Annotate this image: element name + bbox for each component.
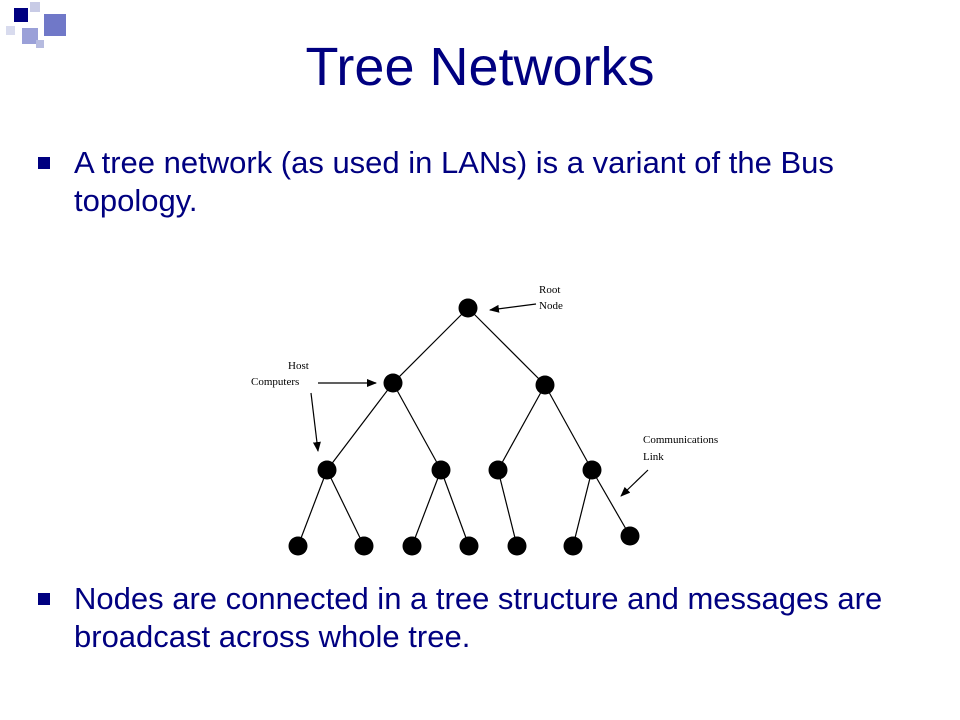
bullet-1: A tree network (as used in LANs) is a va…	[38, 144, 924, 220]
node	[383, 373, 403, 393]
link	[411, 469, 442, 547]
root-label-line2: Node	[539, 300, 563, 312]
link	[392, 307, 469, 384]
leaf-node	[288, 536, 308, 556]
host-arrow-down	[310, 392, 321, 452]
corner-square-2	[30, 2, 40, 12]
bullet-square-icon	[38, 157, 50, 169]
root-node	[458, 298, 478, 318]
host-label-line1: Host	[288, 360, 309, 372]
leaf-node	[563, 536, 583, 556]
node	[431, 460, 451, 480]
leaf-node	[402, 536, 422, 556]
bullet-2-text: Nodes are connected in a tree structure …	[74, 581, 883, 654]
leaf-node	[507, 536, 527, 556]
corner-square-6	[36, 40, 44, 48]
link	[497, 384, 546, 471]
link	[297, 469, 328, 547]
link	[544, 384, 593, 471]
bullet-2: Nodes are connected in a tree structure …	[38, 580, 924, 656]
bullet-1-text: A tree network (as used in LANs) is a va…	[74, 145, 834, 218]
corner-square-1	[14, 8, 28, 22]
leaf-node	[354, 536, 374, 556]
leaf-node	[459, 536, 479, 556]
link-label-line2: Link	[643, 451, 664, 463]
link	[440, 469, 470, 547]
node	[582, 460, 602, 480]
slide-title: Tree Networks	[305, 37, 655, 97]
link	[497, 469, 518, 547]
root-arrow	[489, 303, 537, 313]
host-label-line2: Computers	[251, 376, 299, 388]
link	[326, 382, 394, 471]
leaf-node	[620, 526, 640, 546]
link-label-line1: Communications	[643, 434, 718, 446]
link	[467, 307, 546, 386]
link	[572, 469, 593, 547]
root-label-line1: Root	[539, 284, 560, 296]
communication-links	[297, 307, 631, 547]
node	[317, 460, 337, 480]
nodes	[288, 298, 640, 556]
link-arrow	[620, 469, 649, 497]
link	[392, 382, 442, 471]
corner-square-4	[22, 28, 38, 44]
link	[326, 469, 365, 547]
bullet-square-icon	[38, 593, 50, 605]
corner-square-5	[6, 26, 15, 35]
node	[535, 375, 555, 395]
corner-square-3	[44, 14, 66, 36]
link	[591, 469, 631, 537]
node	[488, 460, 508, 480]
